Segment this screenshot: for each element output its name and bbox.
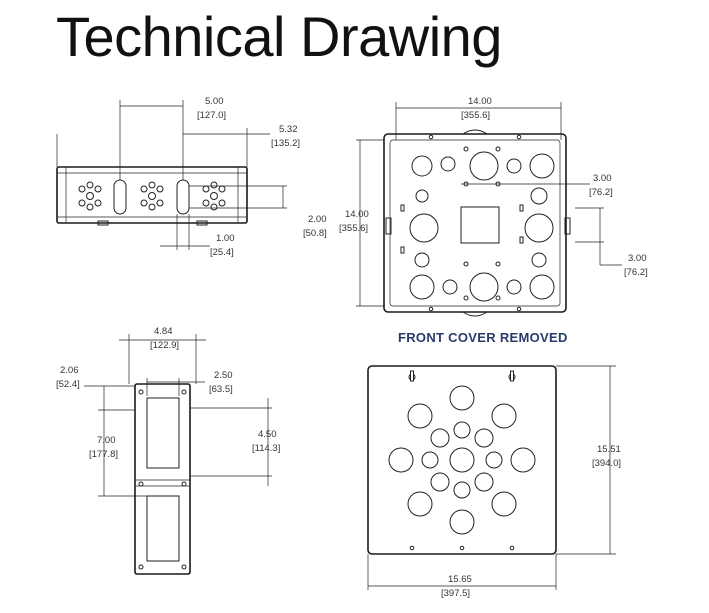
end-dim-top-mm: [52.4] xyxy=(56,379,80,390)
cover-knockout-holes xyxy=(388,385,536,535)
front-view-body xyxy=(383,133,567,313)
side-dim-overall-in: 5.32 xyxy=(279,124,298,135)
front-view-caption: FRONT COVER REMOVED xyxy=(398,330,568,345)
front-center-opening xyxy=(460,206,500,244)
front-knockout-holes xyxy=(400,146,555,302)
cover-body xyxy=(367,365,557,555)
side-view: 5.00 [127.0] 5.32 [135.2] 2.00 [50.8] 1.… xyxy=(56,96,327,258)
end-dim-spacing-in: 7.00 xyxy=(97,435,116,446)
side-slot-left xyxy=(113,179,127,215)
side-dim-slot-in: 1.00 xyxy=(216,233,235,244)
page-title: Technical Drawing xyxy=(56,5,502,68)
end-dim-window-in: 2.50 xyxy=(214,370,233,381)
side-slot-right xyxy=(176,179,190,215)
end-window-bottom xyxy=(146,495,180,562)
end-view: 4.84 [122.9] 2.06 [52.4] 2.50 [63.5] 7.0… xyxy=(56,326,280,575)
front-dim-width-in: 14.00 xyxy=(468,96,492,107)
front-dim-offset-y-mm: [76.2] xyxy=(624,267,648,278)
end-dim-window-mm: [63.5] xyxy=(209,384,233,395)
side-hole-cluster-left xyxy=(78,181,102,211)
side-view-body xyxy=(56,166,248,224)
keyhole-slot-left xyxy=(408,370,416,382)
cover-dim-height-in: 15.51 xyxy=(597,444,621,455)
cover-dim-width-in: 15.65 xyxy=(448,574,472,585)
end-view-body xyxy=(134,383,191,575)
cover-dim-height-mm: [394.0] xyxy=(592,458,621,469)
end-dim-height-mm: [114.3] xyxy=(252,443,280,454)
keyhole-slot-right xyxy=(508,370,516,382)
side-dim-height-in: 2.00 xyxy=(308,214,327,225)
front-dim-width-mm: [355.6] xyxy=(461,110,490,121)
side-dim-slot-mm: [25.4] xyxy=(210,247,234,258)
front-dim-offset-x-in: 3.00 xyxy=(593,173,612,184)
front-dim-height-in: 14.00 xyxy=(345,209,369,220)
side-dim-height-mm: [50.8] xyxy=(303,228,327,239)
front-dim-offset-x-mm: [76.2] xyxy=(589,187,613,198)
end-dim-height-in: 4.50 xyxy=(258,429,277,440)
end-dim-depth-mm: [122.9] xyxy=(150,340,179,351)
side-dim-width-in: 5.00 xyxy=(205,96,224,107)
end-window-top xyxy=(146,397,180,469)
side-dim-width-mm: [127.0] xyxy=(197,110,226,121)
end-dim-depth-in: 4.84 xyxy=(154,326,173,337)
cover-dim-width-mm: [397.5] xyxy=(441,588,470,599)
front-dim-height-mm: [355.6] xyxy=(339,223,368,234)
side-dim-overall-mm: [135.2] xyxy=(271,138,300,149)
front-cover-removed-view: 14.00 [355.6] 14.00 [355.6] 3.00 [76.2] … xyxy=(339,96,648,345)
side-hole-cluster-right xyxy=(202,181,226,211)
side-hole-cluster-center xyxy=(140,181,164,211)
end-dim-spacing-mm: [177.8] xyxy=(89,449,118,460)
front-dim-offset-y-in: 3.00 xyxy=(628,253,647,264)
front-cover-view: 15.51 [394.0] 15.65 [397.5] xyxy=(367,365,621,599)
end-dim-top-in: 2.06 xyxy=(60,365,79,376)
